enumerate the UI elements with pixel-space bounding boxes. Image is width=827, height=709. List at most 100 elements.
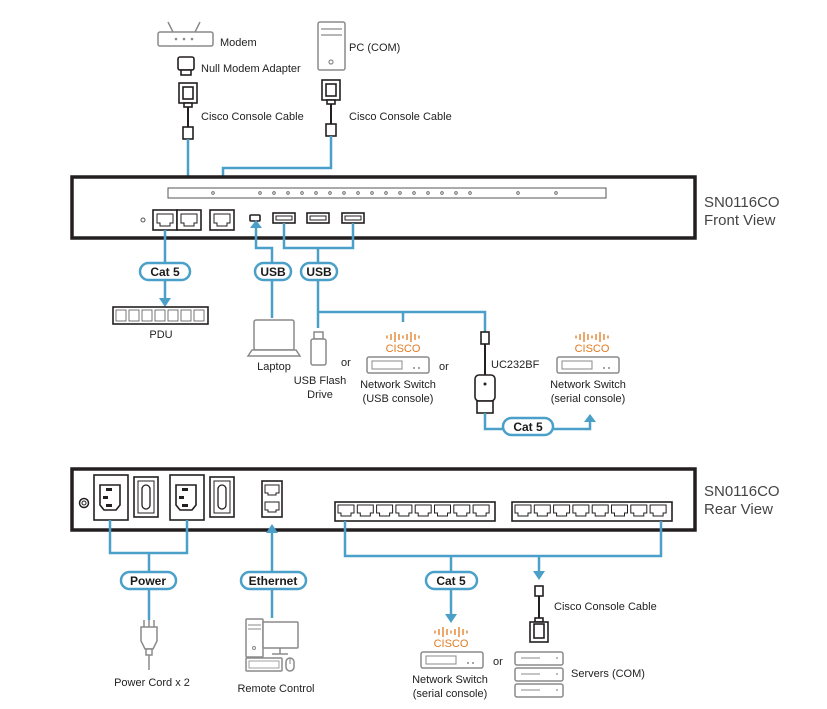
or-label-1: or [341, 357, 351, 369]
or-label-2: or [439, 361, 449, 373]
usb-port-1[interactable] [272, 212, 296, 224]
serial-ports-bank-1[interactable] [334, 501, 496, 522]
led-indicators [211, 191, 558, 195]
modem-label: Modem [220, 37, 257, 49]
svg-text:Cat 5: Cat 5 [150, 265, 180, 279]
remote-control-pc-icon [245, 618, 299, 672]
arrow-up-icon [266, 524, 278, 533]
network-switch-serial-icon [556, 356, 620, 374]
cisco-brand-2: CISCO [575, 343, 610, 355]
uc232bf-adapter-icon [474, 331, 496, 414]
svg-text:Cat 5: Cat 5 [436, 574, 466, 588]
power-switch-1[interactable] [133, 476, 159, 518]
rj45-port-console-2[interactable] [209, 209, 235, 231]
uc232bf-label: UC232BF [491, 359, 540, 371]
usb-flash-drive-icon [310, 331, 327, 366]
serial-port[interactable] [533, 504, 551, 517]
usb-flash-label-line1: USB Flash [294, 375, 347, 387]
switch-rear-label-line2: (serial console) [413, 688, 488, 700]
svg-text:USB: USB [306, 265, 332, 279]
serial-port[interactable] [553, 504, 571, 517]
pdu-outlet [141, 309, 153, 322]
led-dot [412, 191, 416, 195]
switch-serial-label-line2: (serial console) [551, 393, 626, 405]
modem-icon [157, 21, 214, 47]
switch-usb-label-line1: Network Switch [360, 379, 436, 391]
serial-port[interactable] [414, 504, 432, 517]
mini-usb-port[interactable] [249, 214, 261, 222]
cisco-console-cable-rear-label: Cisco Console Cable [554, 601, 657, 613]
pc-com-label: PC (COM) [349, 42, 400, 54]
power-inlet-2[interactable] [169, 474, 205, 521]
arrow-up-icon [584, 414, 596, 422]
serial-port[interactable] [591, 504, 609, 517]
serial-port[interactable] [472, 504, 490, 517]
led-dot [258, 191, 262, 195]
usb-pill-devices: USB [299, 261, 339, 282]
power-cord-label: Power Cord x 2 [114, 677, 190, 689]
pdu-outlet [193, 309, 205, 322]
serial-port[interactable] [514, 504, 532, 517]
svg-text:Cat 5: Cat 5 [513, 420, 543, 434]
pdu-outlet [115, 309, 127, 322]
rj45-port-console-1[interactable] [176, 209, 202, 231]
cat5-pill-pdu: Cat 5 [138, 261, 192, 282]
serial-port[interactable] [376, 504, 394, 517]
led-dot [468, 191, 472, 195]
laptop-label: Laptop [257, 361, 291, 373]
or-label-rear: or [493, 656, 503, 668]
power-pill: Power [119, 570, 178, 591]
led-dot [300, 191, 304, 195]
power-inlet-1[interactable] [93, 474, 129, 521]
arrow-down-icon [533, 571, 545, 580]
cisco-console-cable-left-label: Cisco Console Cable [201, 111, 304, 123]
db9-connector-right-icon [321, 79, 341, 137]
serial-ports-bank-2[interactable] [511, 501, 673, 522]
serial-port[interactable] [337, 504, 355, 517]
serial-port[interactable] [630, 504, 648, 517]
serial-port[interactable] [572, 504, 590, 517]
led-dot [516, 191, 520, 195]
wire-laptop [254, 222, 274, 318]
wire-usb-branch [318, 310, 487, 332]
usb-port-3[interactable] [341, 212, 365, 224]
rear-view-title: Rear View [704, 501, 773, 518]
led-dot [342, 191, 346, 195]
pc-tower-icon [317, 21, 346, 71]
svg-text:Ethernet: Ethernet [249, 574, 298, 588]
front-view-title: Front View [704, 212, 776, 229]
svg-text:USB: USB [260, 265, 286, 279]
svg-text:Power: Power [130, 574, 166, 588]
serial-port[interactable] [434, 504, 451, 517]
rj45-port-pdu[interactable] [152, 209, 178, 231]
cisco-console-cable-right-label: Cisco Console Cable [349, 111, 452, 123]
null-modem-adapter-label: Null Modem Adapter [201, 63, 301, 75]
led-dot [286, 191, 290, 195]
serial-port[interactable] [453, 504, 471, 517]
led-dot [384, 191, 388, 195]
ethernet-lan-ports[interactable] [261, 480, 283, 518]
pdu-outlet [180, 309, 192, 322]
servers-icon [514, 651, 564, 698]
serial-port[interactable] [395, 504, 413, 517]
power-cord-icon [140, 620, 158, 670]
network-switch-rear-icon [420, 651, 484, 669]
cisco-console-cable-rear-icon [529, 585, 549, 643]
servers-label: Servers (COM) [571, 668, 645, 680]
serial-port[interactable] [649, 504, 667, 517]
cisco-brand-1: CISCO [386, 343, 421, 355]
serial-port[interactable] [356, 504, 374, 517]
usb-port-2[interactable] [306, 212, 330, 224]
led-dot [328, 191, 332, 195]
power-switch-2[interactable] [209, 476, 235, 518]
pdu-outlet [154, 309, 166, 322]
null-modem-adapter-icon [177, 56, 195, 76]
network-switch-usb-icon [366, 356, 430, 374]
arrow-down-icon [445, 614, 457, 623]
rear-model-title: SN0116CO [704, 483, 780, 500]
usb-flash-label-line2: Drive [307, 389, 333, 401]
pdu-outlet [167, 309, 179, 322]
serial-port[interactable] [611, 504, 628, 517]
cisco-brand-rear: CISCO [434, 638, 469, 650]
laptop-icon [246, 319, 302, 357]
